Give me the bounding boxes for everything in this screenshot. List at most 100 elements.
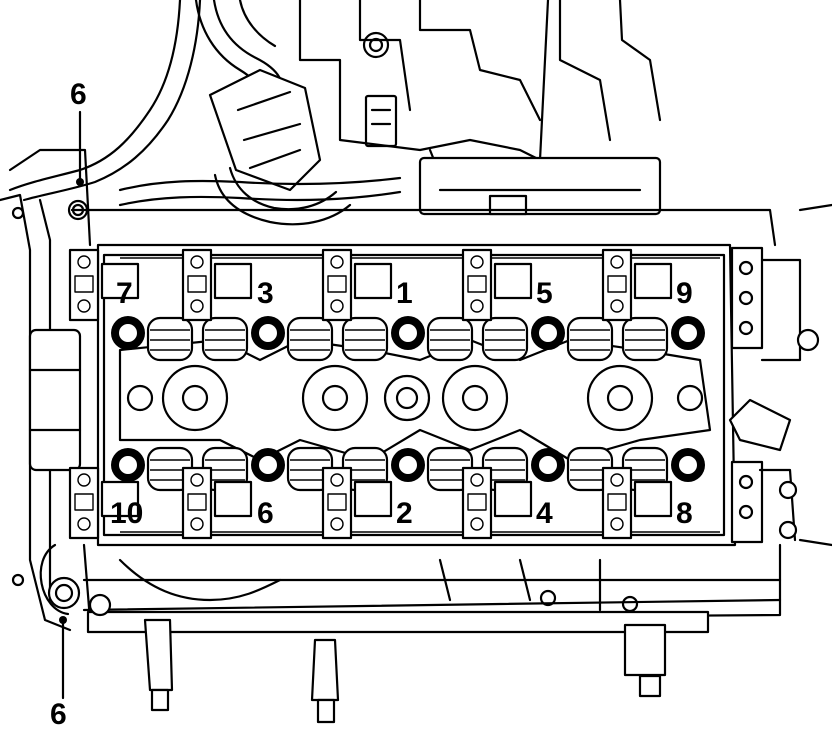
cam-cap-hole	[610, 473, 624, 487]
cam-cap-slot	[607, 275, 627, 293]
cam-cap	[181, 466, 213, 540]
hose-assembly	[8, 0, 402, 226]
valve-spring	[621, 316, 669, 362]
cam-cap	[461, 466, 493, 540]
bolt-label-5: 5	[536, 277, 553, 310]
head-bolt-center	[677, 322, 699, 344]
cam-cap-slot	[187, 493, 207, 511]
valve-spring-coil	[205, 329, 245, 351]
cam-cap-hole	[330, 473, 344, 487]
cam-cap	[68, 466, 100, 540]
rocker-block	[353, 262, 393, 300]
bolt-label-10: 10	[110, 497, 143, 530]
valve-spring	[201, 316, 249, 362]
rocker-block	[633, 262, 673, 300]
head-bolt-center	[257, 322, 279, 344]
valve-spring	[341, 316, 389, 362]
cam-cap-slot	[607, 493, 627, 511]
cam-cap-hole	[470, 517, 484, 531]
valve-spring-coil	[290, 329, 330, 351]
head-bolts	[111, 316, 705, 482]
cam-cap-hole	[190, 299, 204, 313]
cam-plates	[118, 338, 712, 462]
cam-cap	[321, 248, 353, 322]
head-bolt-center	[537, 322, 559, 344]
cam-cap-hole	[330, 517, 344, 531]
bolt-label-3: 3	[257, 277, 274, 310]
rocker-block	[353, 480, 393, 518]
head-bolt-center	[397, 322, 419, 344]
cam-cap	[461, 248, 493, 322]
cam-cap-hole	[330, 299, 344, 313]
valve-spring	[481, 316, 529, 362]
callout-top: 6	[70, 78, 87, 111]
valve-spring	[566, 316, 614, 362]
bolt-label-2: 2	[396, 497, 413, 530]
bolt-label-7: 7	[116, 277, 133, 310]
cam-cap-hole	[610, 299, 624, 313]
cam-cap-hole	[190, 517, 204, 531]
cam-cap-slot	[467, 275, 487, 293]
rocker-block	[633, 480, 673, 518]
callouts: 6 6	[50, 78, 87, 731]
cam-cap-slot	[74, 493, 94, 511]
cam-cap-slot	[327, 275, 347, 293]
cam-cap-hole	[470, 255, 484, 269]
lower-manifold	[82, 543, 782, 724]
right-brackets	[728, 246, 820, 544]
bolt-label-4: 4	[536, 497, 553, 530]
head-bolt-center	[397, 454, 419, 476]
cam-cap-hole	[330, 255, 344, 269]
valve-springs	[146, 316, 669, 492]
head-bolt-center	[257, 454, 279, 476]
valve-spring-coil	[485, 329, 525, 351]
cam-cap-slot	[187, 275, 207, 293]
head-bolt-center	[117, 454, 139, 476]
cam-cap	[601, 248, 633, 322]
valve-spring	[146, 316, 194, 362]
left-frame	[0, 148, 92, 632]
cam-cap-hole	[470, 299, 484, 313]
bolt-labels: 7 3 1 5 9 10 6 2 4 8	[110, 277, 693, 530]
cam-cap-slot	[467, 493, 487, 511]
cam-cap-hole	[77, 517, 91, 531]
cam-cap	[68, 248, 100, 322]
rocker-block	[100, 262, 140, 300]
cam-cap	[181, 248, 213, 322]
cam-cap-hole	[470, 473, 484, 487]
callout-bottom-dot	[59, 616, 67, 624]
cam-cap	[601, 466, 633, 540]
valve-spring-coil	[345, 329, 385, 351]
valve-spring-coil	[150, 329, 190, 351]
rocker-block	[493, 262, 533, 300]
head-bolt-center	[117, 322, 139, 344]
bolt-label-1: 1	[396, 277, 413, 310]
bolt-label-6: 6	[257, 497, 274, 530]
cam-cap-hole	[77, 299, 91, 313]
rocker-block	[493, 480, 533, 518]
cam-caps	[68, 248, 673, 540]
bolt-label-8: 8	[676, 497, 693, 530]
cam-cap-hole	[190, 473, 204, 487]
valve-spring	[286, 316, 334, 362]
cylinder-head	[70, 203, 832, 612]
cam-cap-hole	[77, 255, 91, 269]
rocker-block	[213, 262, 253, 300]
cam-cap-hole	[610, 255, 624, 269]
cam-cap-slot	[74, 275, 94, 293]
cam-cap-hole	[77, 473, 91, 487]
rocker-block	[100, 480, 140, 518]
cam-cap-slot	[327, 493, 347, 511]
valve-spring-coil	[430, 329, 470, 351]
cam-cap-hole	[610, 517, 624, 531]
bolt-label-9: 9	[676, 277, 693, 310]
cam-cap	[321, 466, 353, 540]
rocker-block	[213, 480, 253, 518]
callout-bottom: 6	[50, 698, 67, 731]
head-bolt-center	[677, 454, 699, 476]
valve-spring	[426, 316, 474, 362]
head-bolt-center	[537, 454, 559, 476]
valve-spring-coil	[625, 329, 665, 351]
